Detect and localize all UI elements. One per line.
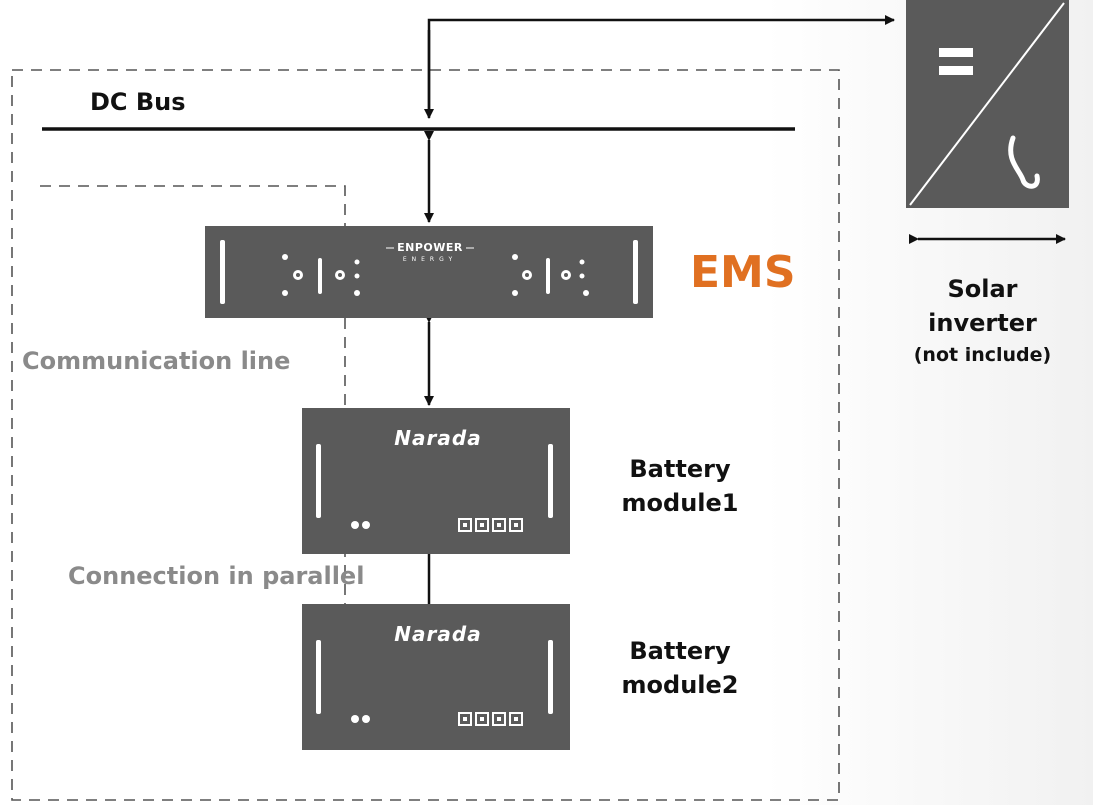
battery-module-2-label: Battery module2 — [621, 637, 739, 699]
solar-inverter-label-line1: Solar — [947, 275, 1018, 303]
connection-in-parallel-label: Connection in parallel — [68, 562, 365, 590]
battery-module-1 — [302, 408, 570, 554]
solar-inverter-note: (not include) — [913, 344, 1052, 366]
ems-right-indicators — [512, 254, 589, 296]
solar-inverter — [906, 0, 1069, 208]
solar-inverter-label-line2: inverter — [928, 309, 1037, 337]
battery-module-2 — [302, 604, 570, 750]
battery-module-1-label: Battery module1 — [621, 455, 739, 517]
ac-symbol-icon — [1008, 135, 1040, 189]
battery-1-brand-logo: Narada — [394, 426, 482, 450]
ems-label: EMS — [690, 247, 796, 298]
ems-unit — [205, 226, 653, 318]
dc-bus-label: DC Bus — [90, 88, 186, 116]
inverter-link-line — [427, 15, 895, 110]
solar-inverter-label: Solar inverter (not include) — [900, 272, 1065, 370]
battery-2-brand-logo: Narada — [394, 622, 482, 646]
communication-boundary — [40, 185, 346, 605]
ems-brand-logo: ENPOWER — [397, 241, 463, 254]
communication-line-label: Communication line — [22, 347, 291, 375]
dc-symbol-icon — [939, 48, 973, 57]
ems-brand-sub: ENERGY — [402, 256, 458, 263]
ems-left-indicators — [282, 254, 360, 296]
